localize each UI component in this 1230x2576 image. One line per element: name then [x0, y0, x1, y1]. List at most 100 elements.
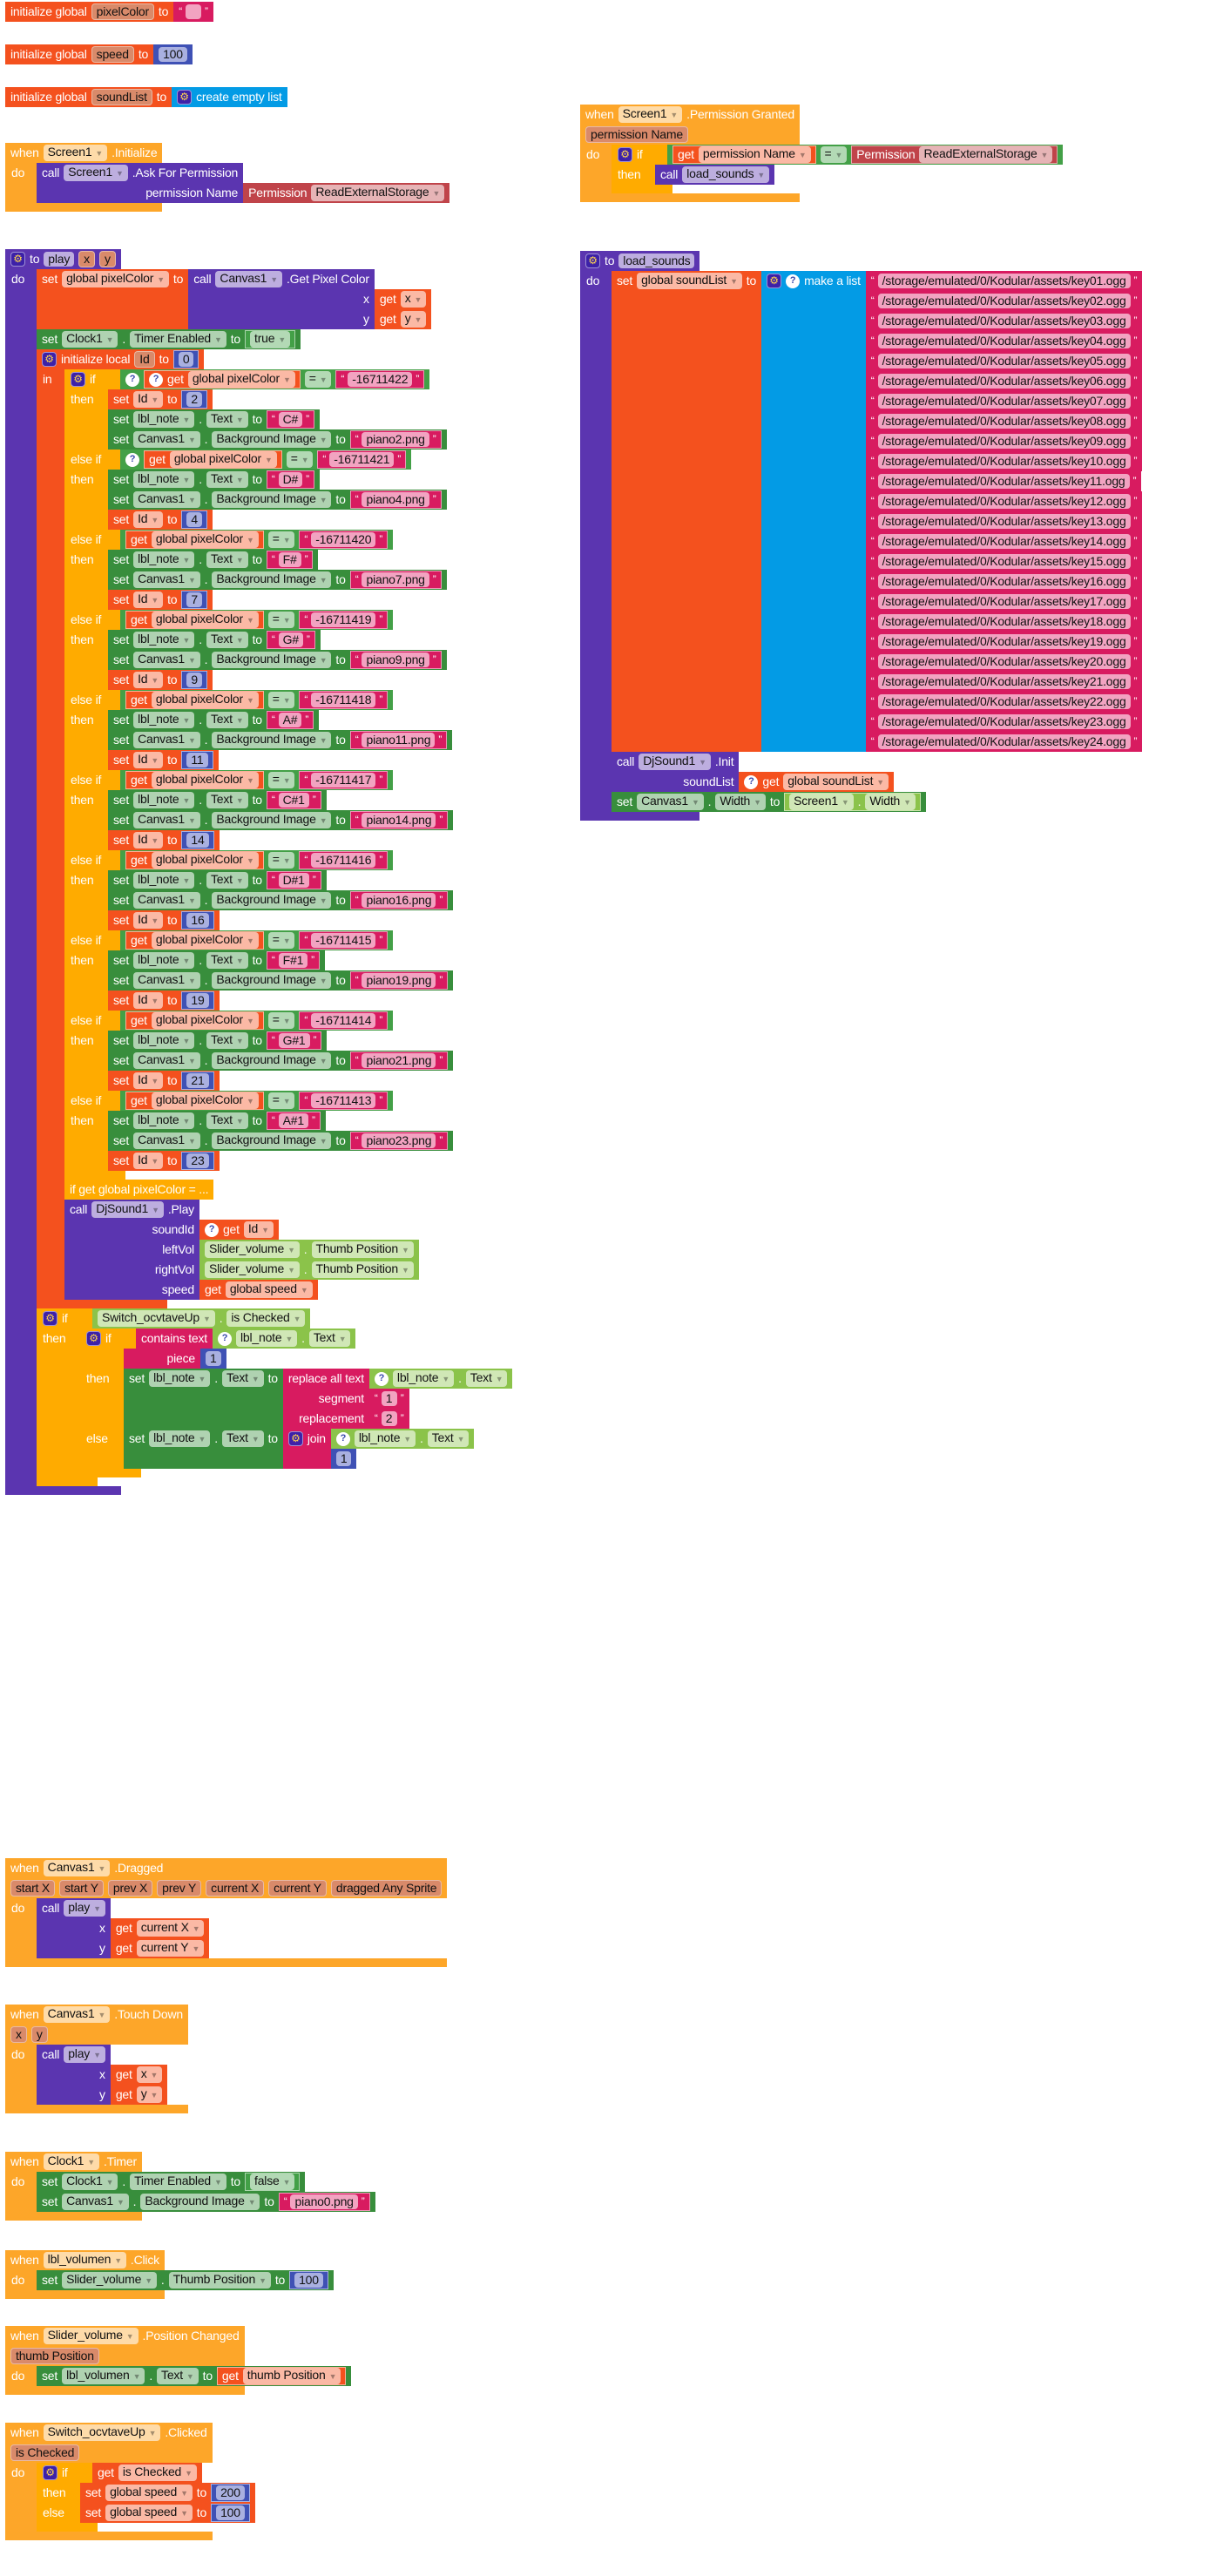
text-block[interactable]: replacement	[282, 1409, 369, 1429]
var-block[interactable]	[612, 531, 762, 551]
dropdown-field[interactable]: global soundList▼	[783, 774, 889, 790]
mutator-gear-icon[interactable]: ⚙	[71, 372, 85, 387]
text-block[interactable]: “piano14.png”	[349, 811, 449, 829]
math-block[interactable]: 9	[181, 671, 207, 689]
var-block[interactable]	[612, 491, 762, 511]
procedure-name-field[interactable]: play	[44, 252, 75, 267]
dropdown-field[interactable]: lbl_note▼	[392, 1370, 455, 1387]
parameter-chip[interactable]: dragged Any Sprite	[330, 1880, 443, 1897]
dropdown-field[interactable]: global soundList▼	[637, 273, 742, 289]
list-block[interactable]	[761, 431, 866, 451]
help-icon[interactable]: ?	[149, 372, 163, 387]
dropdown-field[interactable]: current X▼	[136, 1920, 205, 1937]
list-block[interactable]	[761, 612, 866, 632]
text-block[interactable]: “/storage/emulated/0/Kodular/assets/key0…	[865, 271, 1143, 291]
dropdown-field[interactable]: lbl_note▼	[236, 1330, 298, 1347]
text-block[interactable]: “-16711419”	[299, 611, 389, 629]
dropdown-field[interactable]: play▼	[64, 1900, 105, 1917]
dropdown-field[interactable]: Background Image▼	[212, 1132, 332, 1149]
dropdown-field[interactable]: Text▼	[206, 712, 248, 728]
get-block[interactable]: Screen1▼.Width▼	[784, 793, 921, 811]
text-block[interactable]: “/storage/emulated/0/Kodular/assets/key1…	[865, 471, 1142, 491]
text-block[interactable]: “/storage/emulated/0/Kodular/assets/key0…	[865, 391, 1143, 411]
dropdown-field[interactable]: Timer Enabled▼	[130, 331, 226, 348]
number-field[interactable]: 1	[335, 1451, 352, 1466]
text-block[interactable]: “/storage/emulated/0/Kodular/assets/key0…	[865, 431, 1143, 451]
proc-block[interactable]: leftVol	[64, 1240, 199, 1260]
number-field[interactable]: 16	[186, 913, 209, 928]
parameter-chip[interactable]: x	[78, 251, 95, 267]
text-field[interactable]: /storage/emulated/0/Kodular/assets/key09…	[877, 434, 1131, 449]
comp-block[interactable]	[124, 1409, 283, 1429]
help-icon[interactable]: ?	[744, 774, 759, 789]
dropdown-field[interactable]: lbl_note▼	[149, 1370, 211, 1387]
list-block[interactable]	[761, 391, 866, 411]
text-block[interactable]: “/storage/emulated/0/Kodular/assets/key1…	[865, 592, 1143, 612]
dropdown-field[interactable]: global pixelColor▼	[151, 772, 259, 788]
dropdown-field[interactable]: Timer Enabled▼	[130, 2174, 226, 2190]
math-block[interactable]: 16	[181, 911, 214, 930]
dropdown-field[interactable]: global pixelColor▼	[151, 531, 259, 548]
dropdown-field[interactable]: Canvas1▼	[62, 2194, 129, 2210]
text-field[interactable]: /storage/emulated/0/Kodular/assets/key24…	[877, 734, 1131, 749]
dropdown-field[interactable]: Text▼	[206, 632, 248, 648]
dropdown-field[interactable]: Canvas1▼	[133, 892, 200, 909]
math-block[interactable]: 100	[211, 2504, 250, 2522]
dropdown-field[interactable]: Screen1▼	[64, 165, 128, 181]
dropdown-field[interactable]: Slider_volume▼	[204, 1241, 300, 1258]
number-field[interactable]: 11	[186, 753, 208, 767]
dropdown-field[interactable]: Canvas1▼	[133, 431, 200, 448]
text-field[interactable]: -16711420	[311, 532, 376, 547]
dropdown-field[interactable]: global speed▼	[225, 1281, 313, 1298]
number-field[interactable]: 1	[206, 1351, 221, 1366]
parameter-chip[interactable]: y	[30, 2026, 48, 2043]
procedure-name-field[interactable]: load_sounds	[618, 254, 695, 268]
dropdown-field[interactable]: Id▼	[133, 752, 164, 768]
text-block[interactable]: “/storage/emulated/0/Kodular/assets/key0…	[865, 311, 1143, 331]
dropdown-field[interactable]: lbl_volumen▼	[62, 2368, 145, 2384]
dropdown-field[interactable]: =▼	[267, 932, 295, 949]
dropdown-field[interactable]: Text▼	[206, 471, 248, 488]
text-block[interactable]: “A#”	[266, 711, 314, 729]
dropdown-field[interactable]: true▼	[250, 331, 291, 348]
dropdown-field[interactable]: Canvas1▼	[133, 571, 200, 588]
math-block[interactable]: 1	[330, 1449, 357, 1469]
dropdown-field[interactable]: ReadExternalStorage▼	[919, 146, 1053, 163]
mutator-gear-icon[interactable]: ⚙	[767, 274, 782, 288]
dropdown-field[interactable]: DjSound1▼	[91, 1201, 164, 1218]
text-block[interactable]: “C#1”	[266, 791, 321, 809]
text-block[interactable]: “/storage/emulated/0/Kodular/assets/key0…	[865, 331, 1143, 351]
dropdown-field[interactable]: thumb Position▼	[242, 2368, 341, 2384]
dropdown-field[interactable]: Id▼	[133, 1153, 164, 1169]
dropdown-field[interactable]: global pixelColor▼	[151, 692, 259, 708]
text-block[interactable]: “F#1”	[266, 951, 320, 970]
dropdown-field[interactable]: Canvas1▼	[133, 491, 200, 508]
text-field[interactable]: /storage/emulated/0/Kodular/assets/key06…	[877, 374, 1131, 389]
dropdown-field[interactable]: y▼	[136, 2086, 163, 2103]
comp-block[interactable]	[124, 1449, 283, 1469]
parameter-chip[interactable]: soundList	[91, 89, 152, 105]
list-block[interactable]	[761, 471, 866, 491]
dropdown-field[interactable]: Canvas1▼	[215, 271, 282, 287]
text-field[interactable]: /storage/emulated/0/Kodular/assets/key08…	[877, 414, 1131, 429]
dropdown-field[interactable]: global speed▼	[105, 2485, 193, 2501]
dropdown-field[interactable]: global pixelColor▼	[151, 1092, 259, 1109]
dropdown-field[interactable]: Text▼	[465, 1370, 508, 1387]
